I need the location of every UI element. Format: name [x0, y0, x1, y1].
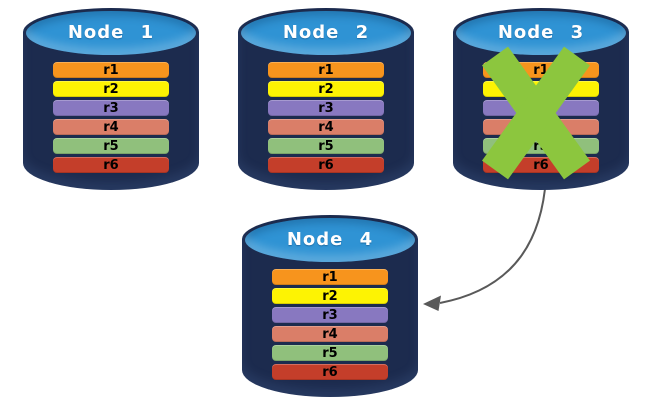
record-r6-label: r6 — [318, 157, 334, 173]
failure-x-icon — [482, 46, 590, 180]
record-r4: r4 — [268, 119, 384, 135]
record-r3-label: r3 — [318, 100, 334, 116]
failover-arrowhead-icon — [423, 295, 441, 311]
node-1-cylinder-top: Node 1 — [26, 11, 196, 55]
record-r1: r1 — [272, 269, 388, 285]
node-2-records: r1 r2 r3 r4 r5 r6 — [268, 62, 384, 176]
record-r5-label: r5 — [318, 138, 334, 154]
record-r4: r4 — [53, 119, 169, 135]
record-r1-label: r1 — [533, 62, 549, 78]
record-r5-label: r5 — [322, 345, 338, 361]
record-r1: r1 — [268, 62, 384, 78]
record-r4-label: r4 — [103, 119, 119, 135]
record-r4-label: r4 — [318, 119, 334, 135]
node-3-cylinder-top: Node 3 — [456, 11, 626, 55]
record-r6: r6 — [272, 364, 388, 380]
node-2-cylinder-top: Node 2 — [241, 11, 411, 55]
node-3: Node 3 r1 r2 r3 r4 r5 r6 — [453, 8, 629, 190]
record-r1: r1 — [53, 62, 169, 78]
node-1-records: r1 r2 r3 r4 r5 r6 — [53, 62, 169, 176]
node-2: Node 2 r1 r2 r3 r4 r5 r6 — [238, 8, 414, 190]
node-4: Node 4 r1 r2 r3 r4 r5 r6 — [242, 215, 418, 397]
record-r5: r5 — [268, 138, 384, 154]
record-r2: r2 — [268, 81, 384, 97]
record-r4-label: r4 — [322, 326, 338, 342]
record-r3: r3 — [268, 100, 384, 116]
record-r5: r5 — [53, 138, 169, 154]
record-r2-label: r2 — [322, 288, 338, 304]
record-r1-label: r1 — [318, 62, 334, 78]
node-4-records: r1 r2 r3 r4 r5 r6 — [272, 269, 388, 383]
record-r3-label: r3 — [103, 100, 119, 116]
record-r3: r3 — [272, 307, 388, 323]
record-r6-label: r6 — [322, 364, 338, 380]
node-1: Node 1 r1 r2 r3 r4 r5 r6 — [23, 8, 199, 190]
record-r6-label: r6 — [533, 157, 549, 173]
record-r5: r5 — [272, 345, 388, 361]
record-r3: r3 — [53, 100, 169, 116]
record-r6: r6 — [268, 157, 384, 173]
record-r2: r2 — [53, 81, 169, 97]
record-r6-label: r6 — [103, 157, 119, 173]
record-r1-label: r1 — [103, 62, 119, 78]
node-4-title: Node 4 — [286, 229, 374, 250]
record-r2-label: r2 — [103, 81, 119, 97]
record-r5-label: r5 — [103, 138, 119, 154]
node-4-cylinder-top: Node 4 — [245, 218, 415, 262]
record-r2-label: r2 — [318, 81, 334, 97]
record-r4: r4 — [272, 326, 388, 342]
node-2-title: Node 2 — [282, 22, 370, 43]
record-r6: r6 — [53, 157, 169, 173]
record-r2: r2 — [272, 288, 388, 304]
node-3-title: Node 3 — [497, 22, 585, 43]
failover-arrow-line — [439, 177, 547, 304]
node-1-title: Node 1 — [67, 22, 155, 43]
record-r1-label: r1 — [322, 269, 338, 285]
record-r3-label: r3 — [322, 307, 338, 323]
